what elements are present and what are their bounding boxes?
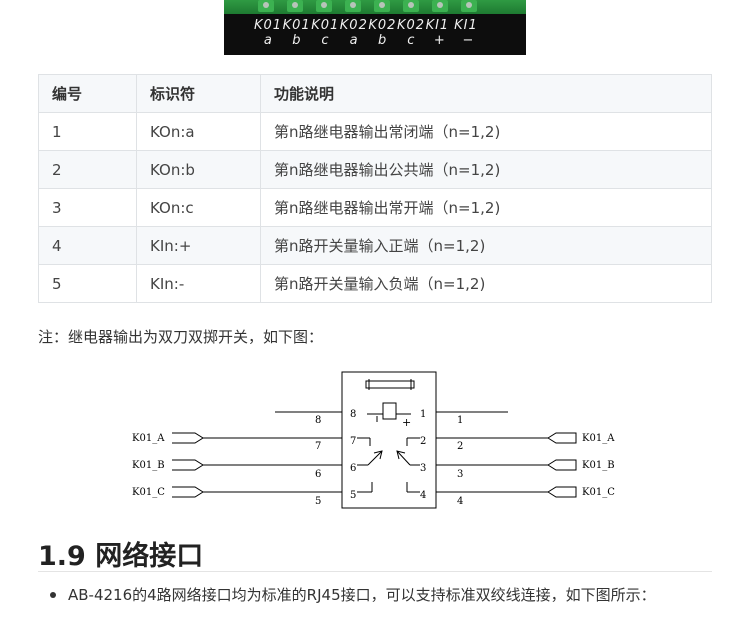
right-inner-pin-3: 3 [420,463,426,474]
right-outer-pin-2: 2 [457,441,463,452]
list-item-text: AB-4216的4路网络接口均为标准的RJ45接口，可以支持标准双绞线连接，如下… [68,586,656,604]
left-connectors [172,432,342,498]
cell-number: 2 [38,150,137,189]
right-label-b: K01_B [582,460,615,471]
right-label-a: K01_A [582,433,615,444]
cell-function: 第n路继电器输出常闭端（n=1,2) [260,112,712,151]
right-outer-pin-3: 3 [457,469,463,480]
cell-number: 1 [38,112,137,151]
cell-identifier: KOn:b [136,150,261,189]
table-header-row: 编号 标识符 功能说明 [38,74,712,113]
list-item: AB-4216的4路网络接口均为标准的RJ45接口，可以支持标准双绞线连接，如下… [38,584,656,605]
cell-number: 3 [38,188,137,227]
left-outer-pin-5: 5 [315,496,321,507]
relay-note: 注：继电器输出为双刀双掷开关，如下图： [38,328,324,346]
cell-number: 5 [38,264,137,303]
left-outer-pin-8: 8 [315,415,321,426]
left-inner-pin-7: 7 [350,436,356,447]
cell-identifier: KIn:+ [136,226,261,265]
header-number: 编号 [38,74,137,113]
bullet-dot-icon [50,592,56,598]
header-identifier: 标识符 [136,74,261,113]
section-heading: 1.9 网络接口 [38,541,204,572]
pin-definition-table: 编号 标识符 功能说明 1 KOn:a 第n路继电器输出常闭端（n=1,2) 2… [38,74,712,303]
cell-function: 第n路继电器输出公共端（n=1,2) [260,150,712,189]
right-inner-pin-1: 1 [420,409,426,420]
left-label-c: K01_C [132,487,165,498]
right-connectors [436,432,577,498]
left-outer-pin-7: 7 [315,441,321,452]
right-outer-pin-4: 4 [457,496,463,507]
left-label-b: K01_B [132,460,165,471]
left-inner-pin-8: 8 [350,409,356,420]
relay-contacts [357,437,420,493]
cell-identifier: KIn:- [136,264,261,303]
left-label-a: K01_A [132,433,165,444]
bullet-list: AB-4216的4路网络接口均为标准的RJ45接口，可以支持标准双绞线连接，如下… [38,584,656,605]
table-row: 1 KOn:a 第n路继电器输出常闭端（n=1,2) [38,112,712,151]
relay-schematic: + K01_A K01_B K01_C K01_A K01_B K01_ [132,371,615,509]
right-inner-pin-4: 4 [420,490,426,501]
right-outer-pin-1: 1 [457,415,463,426]
left-inner-pin-5: 5 [350,490,356,501]
cell-function: 第n路开关量输入负端（n=1,2) [260,264,712,303]
table-row: 2 KOn:b 第n路继电器输出公共端（n=1,2) [38,150,712,189]
right-label-c: K01_C [582,487,615,498]
heading-divider [38,571,712,572]
cell-function: 第n路继电器输出常开端（n=1,2) [260,188,712,227]
table-row: 5 KIn:- 第n路开关量输入负端（n=1,2) [38,264,712,303]
right-inner-pin-2: 2 [420,436,426,447]
header-function: 功能说明 [260,74,712,113]
cell-number: 4 [38,226,137,265]
cell-identifier: KOn:a [136,112,261,151]
cell-identifier: KOn:c [136,188,261,227]
terminal-screws [224,0,526,14]
table-row: 4 KIn:+ 第n路开关量输入正端（n=1,2) [38,226,712,265]
coil-plus-sign: + [402,416,411,429]
left-inner-pin-6: 6 [350,463,356,474]
table-row: 3 KOn:c 第n路继电器输出常开端（n=1,2) [38,188,712,227]
cell-function: 第n路开关量输入正端（n=1,2) [260,226,712,265]
left-outer-pin-6: 6 [315,469,321,480]
